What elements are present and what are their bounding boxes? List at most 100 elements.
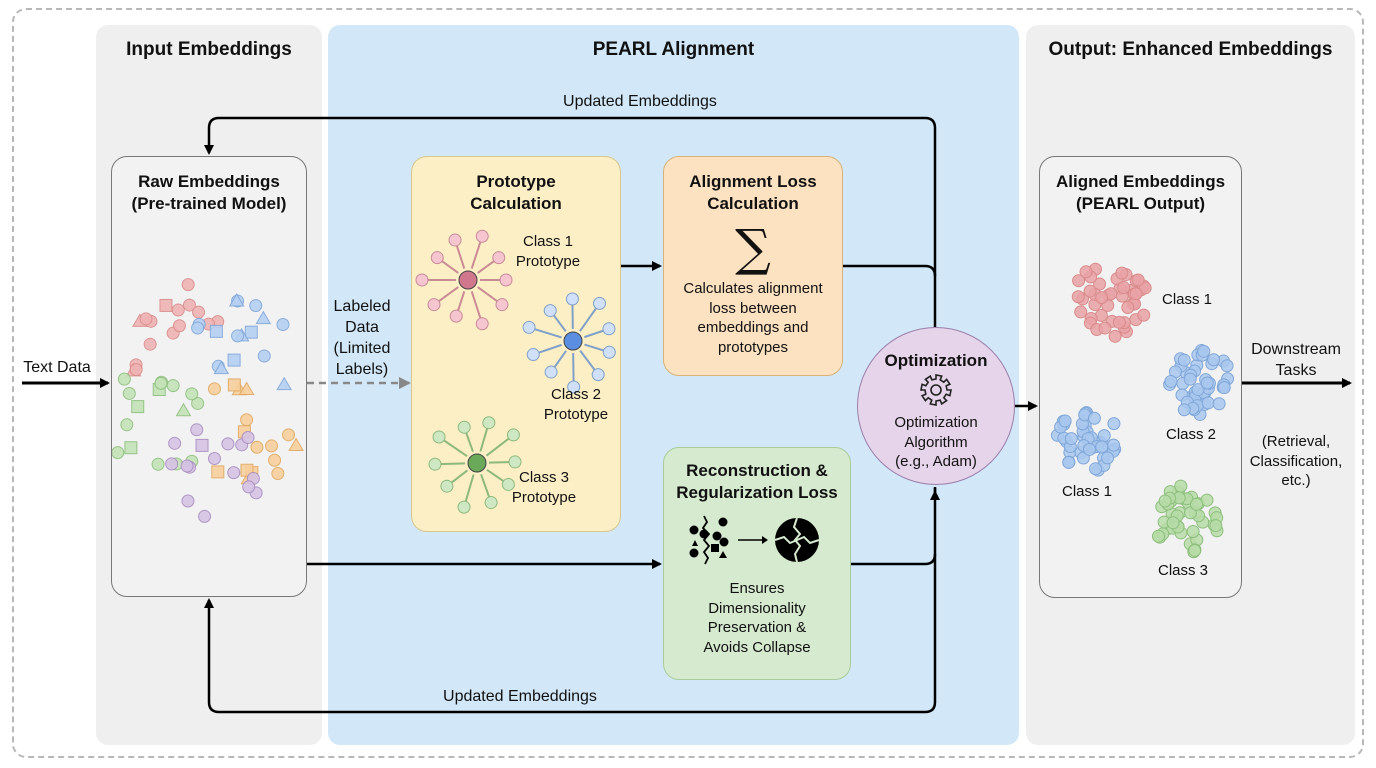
alignment-title-2: Calculation	[707, 194, 799, 213]
downstream-desc: (Retrieval, Classification, etc.)	[1240, 432, 1352, 491]
embedding-point	[213, 360, 230, 375]
embedding-point	[192, 305, 206, 319]
prototype-member	[499, 273, 513, 287]
aligned-embeddings-box: Aligned Embeddings (PEARL Output) Class …	[1039, 156, 1242, 598]
sigma-icon: ∑	[735, 219, 771, 277]
downstream-title: Tasks	[1275, 362, 1317, 379]
embedding-point	[124, 441, 138, 455]
embedding-point	[180, 459, 194, 473]
recon-title-2: Regularization Loss	[676, 483, 838, 502]
embedding-point	[143, 337, 157, 351]
class-label: Class 2	[550, 386, 602, 403]
embedding-point	[271, 466, 285, 480]
embedding-point	[154, 376, 168, 390]
cluster-point	[1164, 374, 1178, 388]
cluster-point	[1117, 281, 1131, 295]
prototype-member	[602, 322, 616, 336]
embedding-point	[221, 437, 235, 451]
updated-embeddings-bottom-arrow	[204, 488, 937, 714]
optimization-desc: Optimization	[894, 414, 978, 431]
cluster-point	[1097, 429, 1111, 443]
embedding-point	[168, 436, 182, 450]
cluster-label: Class 2	[1165, 426, 1217, 443]
cluster-point	[1112, 315, 1126, 329]
cluster-point	[1083, 284, 1097, 298]
alignment-desc: loss between	[709, 299, 797, 317]
embedding-point	[191, 321, 205, 335]
cluster-point	[1093, 277, 1107, 291]
prototype-center	[458, 270, 478, 290]
prototype-member	[591, 368, 605, 382]
labeled-data-label: Labeled Data (Limited Labels)	[322, 296, 402, 380]
reconstruction-loss-box: Reconstruction & Regularization Loss Ens…	[663, 447, 851, 680]
embedding-point	[181, 278, 195, 292]
prototype-member	[430, 251, 444, 265]
cluster-point	[1062, 455, 1076, 469]
embedding-point	[207, 451, 221, 465]
cluster-point	[1129, 287, 1143, 301]
prototype-member	[482, 416, 496, 430]
cluster-point	[1064, 432, 1078, 446]
embedding-point	[268, 453, 282, 467]
prototype-member	[506, 428, 520, 442]
embedding-point	[242, 480, 256, 494]
embedding-point	[241, 430, 255, 444]
optimization-node: Optimization Optimization Algorithm (e.g…	[857, 327, 1015, 485]
cluster-point	[1217, 381, 1231, 395]
prototype-member	[544, 365, 558, 379]
prototype-member	[602, 345, 616, 359]
cluster-point	[1101, 451, 1115, 465]
prototype-member	[475, 229, 489, 243]
cluster-point	[1166, 516, 1180, 530]
cluster-point	[1220, 359, 1234, 373]
prototype-center	[467, 453, 487, 473]
recon-desc: Ensures	[729, 580, 785, 597]
panel-title: PEARL Alignment	[592, 39, 755, 60]
aligned-clusters	[1050, 262, 1235, 559]
cluster-point	[1079, 265, 1093, 279]
optimization-desc: Algorithm	[904, 433, 968, 451]
prototype-member	[501, 477, 515, 491]
embedding-point	[265, 439, 279, 453]
labeled-data-line: Labels)	[335, 361, 389, 378]
embedding-point	[238, 381, 255, 396]
optimization-title: Optimization	[884, 351, 988, 370]
cluster-label: Class 3	[1157, 562, 1209, 579]
embedding-point	[122, 386, 136, 400]
cluster-point	[1183, 372, 1197, 386]
dimensionality-icon	[689, 515, 820, 565]
downstream-title: Downstream	[1251, 341, 1341, 358]
embedding-point	[117, 372, 131, 386]
prototype-member	[543, 304, 557, 318]
cluster-point	[1201, 396, 1215, 410]
cluster-point	[1177, 353, 1191, 367]
prototype-member	[428, 457, 442, 471]
embedding-point	[131, 400, 145, 414]
cluster-point	[1071, 290, 1085, 304]
prototype-member	[495, 298, 509, 312]
panel-title: Output: Enhanced Embeddings	[1048, 39, 1333, 60]
embedding-point	[181, 494, 195, 508]
labeled-data-line: Labeled	[333, 298, 391, 315]
embedding-point	[227, 466, 241, 480]
cluster-point	[1197, 344, 1211, 358]
prototype-member	[526, 348, 540, 362]
embedding-point	[172, 319, 186, 333]
embedding-point	[244, 325, 258, 339]
class-label: Prototype	[515, 252, 581, 270]
cluster-point	[1087, 411, 1101, 425]
cluster-point	[1131, 273, 1145, 287]
recon-title-1: Reconstruction &	[686, 461, 828, 480]
prototype-member	[593, 296, 607, 310]
cluster-point	[1174, 479, 1188, 493]
prototype-calculation-box: Prototype Calculation Class 1 Prototype …	[411, 156, 621, 532]
cluster-point	[1089, 462, 1103, 476]
prototype-member	[449, 309, 463, 323]
prototype-member	[522, 320, 536, 334]
cluster-point	[1108, 329, 1122, 343]
class-label: Class 3	[518, 469, 570, 486]
recon-desc: Preservation &	[707, 619, 807, 636]
embedding-point	[139, 312, 153, 326]
embedding-point	[211, 465, 225, 479]
aligned-title-2: (PEARL Output)	[1075, 194, 1206, 213]
